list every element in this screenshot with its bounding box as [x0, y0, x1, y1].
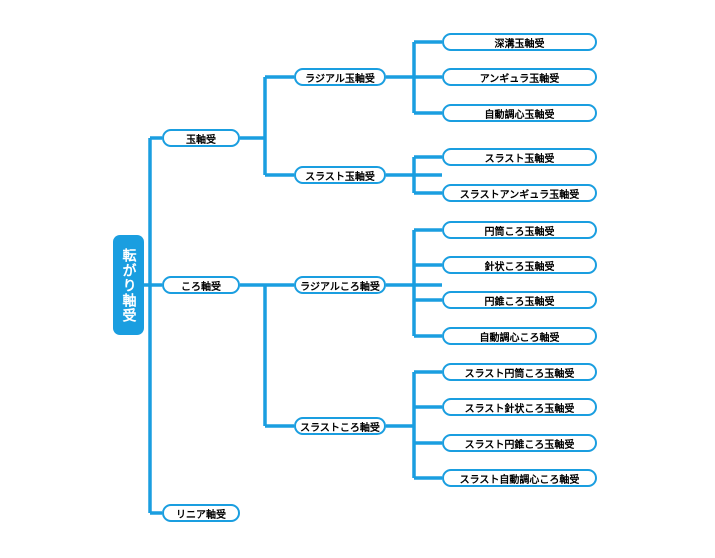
node-label: ころ軸受: [181, 281, 221, 293]
node-label: 自動調心玉軸受: [484, 109, 555, 121]
level3-node: 円錐ころ玉軸受: [442, 291, 597, 309]
node-label: スラスト自動調心ころ軸受: [459, 474, 580, 486]
node-label: スラスト針状ころ玉軸受: [464, 403, 575, 415]
level2-node-radial-ball: ラジアル玉軸受: [294, 68, 386, 86]
level3-node: 自動調心玉軸受: [442, 104, 597, 122]
root-node: 転がり軸受: [113, 235, 144, 335]
node-label: 深溝玉軸受: [494, 38, 545, 50]
node-label: 玉軸受: [186, 134, 216, 146]
level3-node: スラスト玉軸受: [442, 148, 597, 166]
node-label: ラジアルころ軸受: [300, 281, 380, 293]
level2-node-thrust-roller: スラストころ軸受: [294, 417, 386, 435]
node-label: スラスト円錐ころ玉軸受: [464, 439, 575, 451]
root-label: 転がり軸受: [120, 247, 137, 323]
node-label: 円錐ころ玉軸受: [484, 296, 555, 308]
node-label: アンギュラ玉軸受: [479, 73, 560, 85]
node-label: 針状ころ玉軸受: [484, 261, 555, 273]
level3-node: 針状ころ玉軸受: [442, 256, 597, 274]
level2-node-radial-roller: ラジアルころ軸受: [294, 276, 386, 294]
level3-node: スラスト針状ころ玉軸受: [442, 398, 597, 416]
node-label: スラスト玉軸受: [484, 153, 555, 165]
level3-node: スラスト自動調心ころ軸受: [442, 469, 597, 487]
level1-node-roller-bearing: ころ軸受: [162, 276, 240, 294]
level3-node: スラストアンギュラ玉軸受: [442, 184, 597, 202]
level2-node-thrust-ball: スラスト玉軸受: [294, 166, 386, 184]
level3-node: スラスト円錐ころ玉軸受: [442, 434, 597, 452]
level1-node-linear-bearing: リニア軸受: [162, 504, 240, 522]
node-label: スラスト玉軸受: [305, 171, 375, 183]
node-label: 円筒ころ玉軸受: [484, 226, 555, 238]
node-label: スラストアンギュラ玉軸受: [459, 189, 580, 201]
node-label: 自動調心ころ軸受: [479, 332, 560, 344]
level1-node-ball-bearing: 玉軸受: [162, 129, 240, 147]
node-label: スラストころ軸受: [300, 422, 380, 434]
node-label: リニア軸受: [176, 509, 226, 521]
node-label: ラジアル玉軸受: [305, 73, 375, 85]
level3-node: 自動調心ころ軸受: [442, 327, 597, 345]
level3-node: 円筒ころ玉軸受: [442, 221, 597, 239]
level3-node: スラスト円筒ころ玉軸受: [442, 363, 597, 381]
level3-node: 深溝玉軸受: [442, 33, 597, 51]
level3-node: アンギュラ玉軸受: [442, 68, 597, 86]
node-label: スラスト円筒ころ玉軸受: [464, 368, 575, 380]
